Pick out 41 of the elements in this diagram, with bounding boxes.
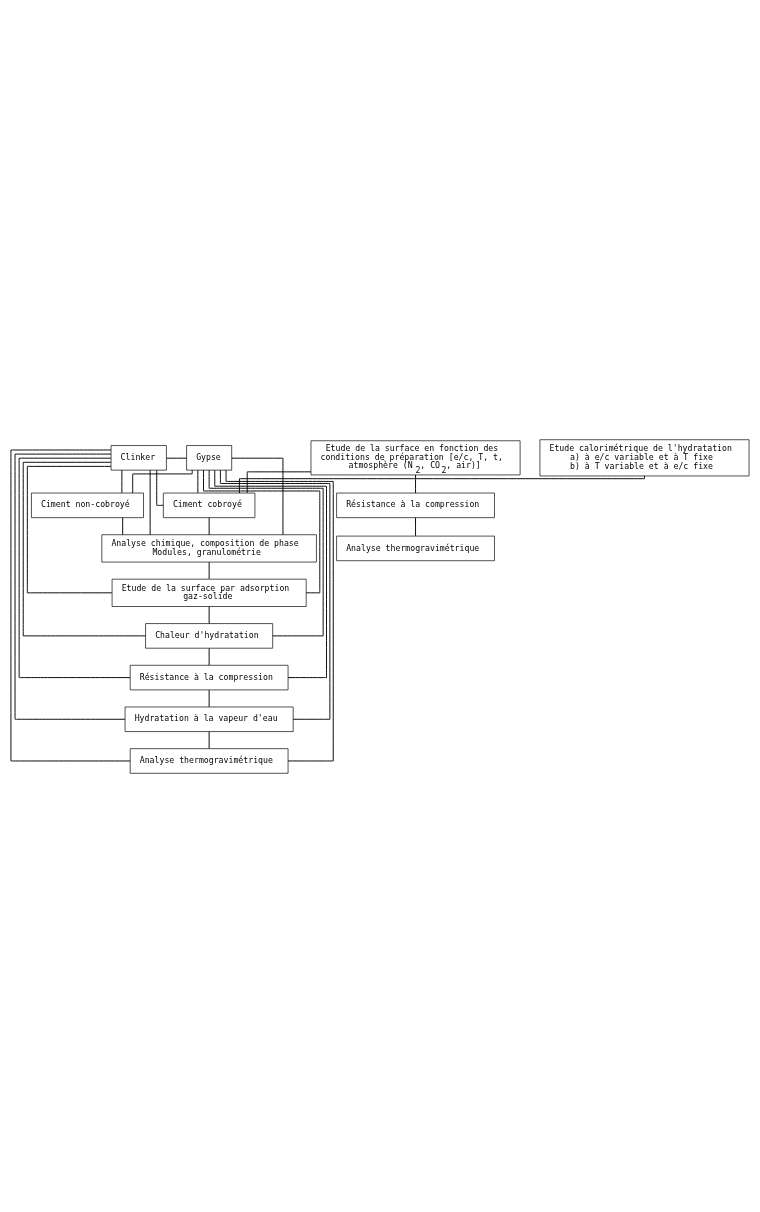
- node-box: Ciment cobroyé: [163, 492, 256, 518]
- node-box: Chaleur d'hydratation: [145, 622, 274, 649]
- node-box: Hydratation à la vapeur d'eau: [124, 706, 294, 732]
- connector: [10, 449, 131, 761]
- node-box: Résistance à la compression: [336, 492, 495, 518]
- connector: [18, 457, 131, 678]
- node-box: Analyse thermogravimétrique: [336, 535, 495, 561]
- connector: [26, 465, 113, 593]
- node-box: Résistance à la compression: [129, 664, 289, 690]
- node-box: Etude calorimétrique de l'hydratation a) à e/c variable et à T fixe b) à T variable et à e/c fixe: [539, 438, 750, 476]
- connector: [208, 605, 210, 624]
- connector: [208, 561, 210, 579]
- connector: [166, 457, 187, 459]
- connector: [214, 469, 327, 678]
- node-box: Gypse: [186, 444, 233, 470]
- node-box: Analyse chimique, composition de phase Modules, granulométrie: [101, 533, 317, 562]
- connector: [121, 469, 123, 493]
- connector: [22, 461, 146, 636]
- node-box: Etude de la surface par adsorption gaz-solide: [111, 578, 307, 607]
- connector: [208, 689, 210, 707]
- connector: [238, 474, 645, 493]
- connector: [14, 453, 126, 720]
- node-box: Ciment non-cobroyé: [31, 492, 144, 518]
- connector: [208, 469, 324, 636]
- connector: [208, 647, 210, 666]
- node-box: Clinker: [110, 444, 167, 470]
- connector: [203, 469, 321, 593]
- connector: [415, 474, 417, 493]
- connector: [149, 469, 151, 535]
- connector: [122, 516, 124, 535]
- connector: [246, 470, 312, 493]
- node-box: Analyse thermogravimétrique: [129, 747, 289, 774]
- connector: [208, 730, 210, 749]
- connector: [415, 516, 417, 536]
- connector: [231, 457, 284, 535]
- connector: [225, 469, 334, 761]
- connector: [208, 516, 210, 535]
- connector: [197, 469, 199, 493]
- connector: [132, 469, 193, 493]
- connector: [156, 469, 164, 506]
- connector: [219, 469, 331, 720]
